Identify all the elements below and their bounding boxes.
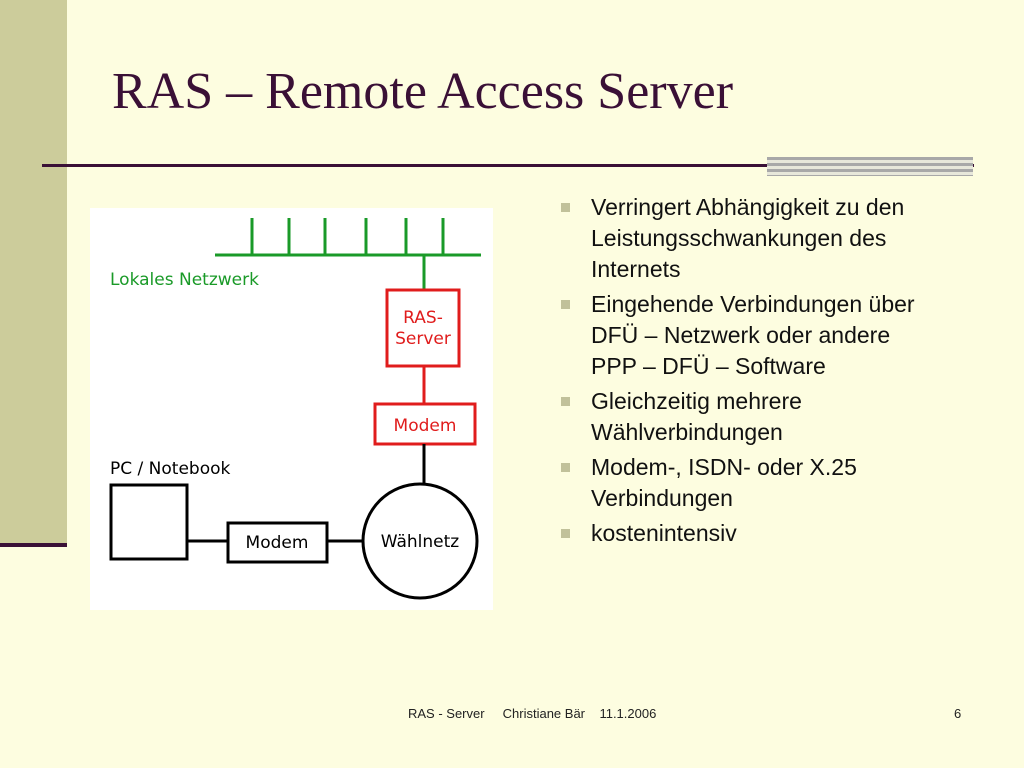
title-underline xyxy=(42,164,974,167)
bullet-text: Modem-, ISDN- oder X.25 Verbindungen xyxy=(591,454,857,511)
bullet-text: Eingehende Verbindungen über DFÜ – Netzw… xyxy=(591,291,915,379)
client-modem-box xyxy=(226,521,329,564)
bullet-item: Gleichzeitig mehrere Wählverbindungen xyxy=(555,386,915,448)
bullet-text: Verringert Abhängigkeit zu den Leistungs… xyxy=(591,194,905,282)
side-decoration-line xyxy=(0,543,67,547)
page-number: 6 xyxy=(954,706,962,721)
bullet-list: Verringert Abhängigkeit zu den Leistungs… xyxy=(555,192,915,553)
ras-server-box xyxy=(385,288,461,368)
lan-label: Lokales Netzwerk xyxy=(110,270,259,290)
bullet-item: Eingehende Verbindungen über DFÜ – Netzw… xyxy=(555,289,915,382)
footer-info: RAS - Server Christiane Bär 11.1.2006 xyxy=(408,706,657,721)
bullet-item: Modem-, ISDN- oder X.25 Verbindungen xyxy=(555,452,915,514)
side-decoration-band xyxy=(0,0,67,545)
slide-title: RAS – Remote Access Server xyxy=(112,63,734,120)
pc-box xyxy=(109,483,189,561)
pc-label: PC / Notebook xyxy=(110,459,230,479)
bullet-square-icon xyxy=(561,529,570,538)
ras-server-label-line2: Server xyxy=(395,329,451,349)
network-diagram: Lokales Netzwerk RAS- Server Modem Wähln… xyxy=(90,208,493,610)
bullet-text: kostenintensiv xyxy=(591,520,737,546)
bullet-item: kostenintensiv xyxy=(555,518,915,549)
slide-footer: RAS - Server Christiane Bär 11.1.2006 6 xyxy=(0,706,1024,726)
bullet-item: Verringert Abhängigkeit zu den Leistungs… xyxy=(555,192,915,285)
bullet-square-icon xyxy=(561,397,570,406)
bullet-text: Gleichzeitig mehrere Wählverbindungen xyxy=(591,388,802,445)
client-modem-label: Modem xyxy=(246,533,309,553)
ras-server-label-line1: RAS- xyxy=(403,308,443,328)
lan-bus xyxy=(215,218,481,290)
bullet-square-icon xyxy=(561,463,570,472)
ras-modem-label: Modem xyxy=(394,416,457,436)
dialup-network-label: Wählnetz xyxy=(381,532,460,552)
bullet-square-icon xyxy=(561,300,570,309)
title-decoration-block xyxy=(767,157,973,176)
bullet-square-icon xyxy=(561,203,570,212)
